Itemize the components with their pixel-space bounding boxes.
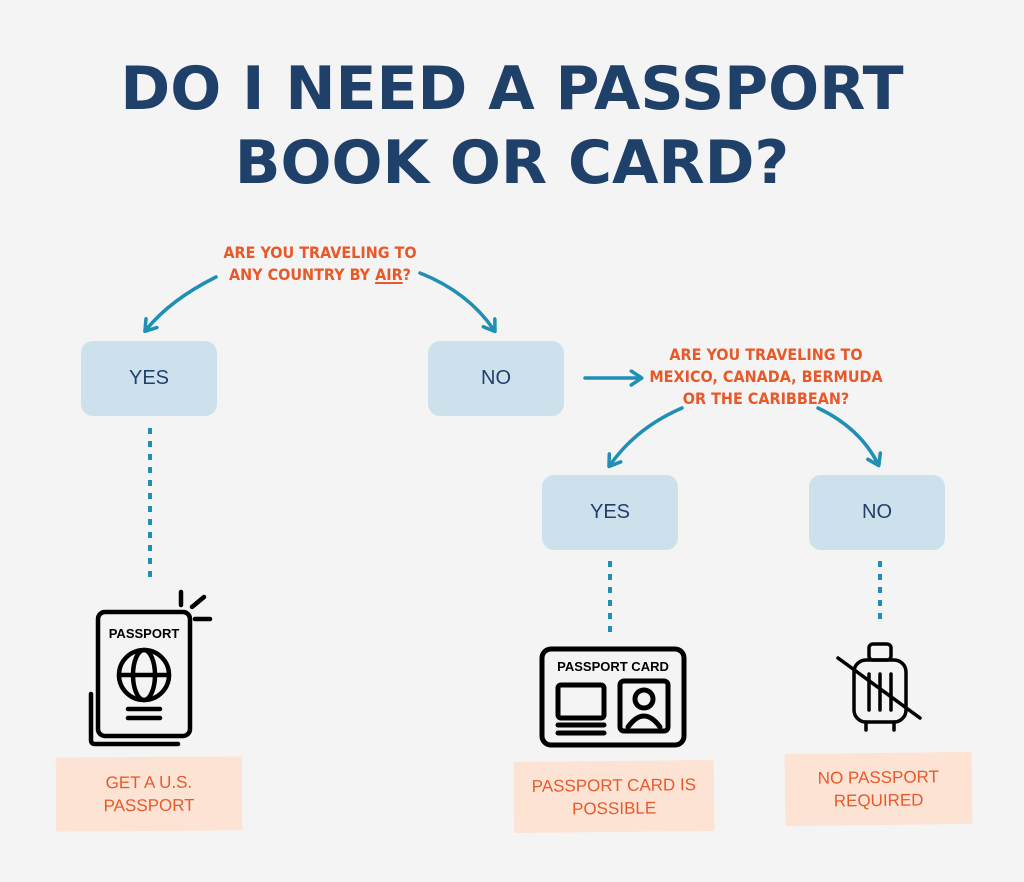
answer-no-air: NO [428,341,564,416]
result-no-passport-required: NO PASSPORT REQUIRED [784,751,973,827]
question1-line2: ANY COUNTRY BY AIR? [228,265,412,284]
passport-book-icon: PASSPORT [88,589,213,747]
arrow-q2-to-no [816,406,883,468]
no-luggage-icon [836,642,922,732]
question-air-travel: ARE YOU TRAVELING TO ANY COUNTRY BY AIR? [200,242,440,286]
passport-book-label: PASSPORT [109,626,180,641]
result-passport-card-possible: PASSPORT CARD IS POSSIBLE [513,759,715,834]
arrow-q1-to-no [418,271,497,334]
question2-line2: MEXICO, CANADA, BERMUDA [649,367,883,386]
question2-line3: OR THE CARIBBEAN? [682,389,850,408]
question-nearby-travel: ARE YOU TRAVELING TO MEXICO, CANADA, BER… [636,344,896,410]
arrow-q2-to-yes [607,406,684,469]
title-line-2: BOOK OR CARD? [234,128,790,198]
arrow-q1-to-yes [143,275,218,334]
answer-yes-nearby: YES [542,475,678,550]
answer-no-nearby: NO [809,475,945,550]
passport-card-label: PASSPORT CARD [557,659,669,674]
page-title: DO I NEED A PASSPORT BOOK OR CARD? [0,52,1024,200]
title-line-1: DO I NEED A PASSPORT [120,54,904,124]
passport-card-icon: PASSPORT CARD [539,646,687,748]
answer-yes-air: YES [81,341,217,416]
emphasis-air: AIR [375,265,403,284]
question1-line1: ARE YOU TRAVELING TO [223,243,417,262]
question2-line1: ARE YOU TRAVELING TO [669,345,863,364]
result-get-passport: GET A U.S. PASSPORT [55,756,243,832]
